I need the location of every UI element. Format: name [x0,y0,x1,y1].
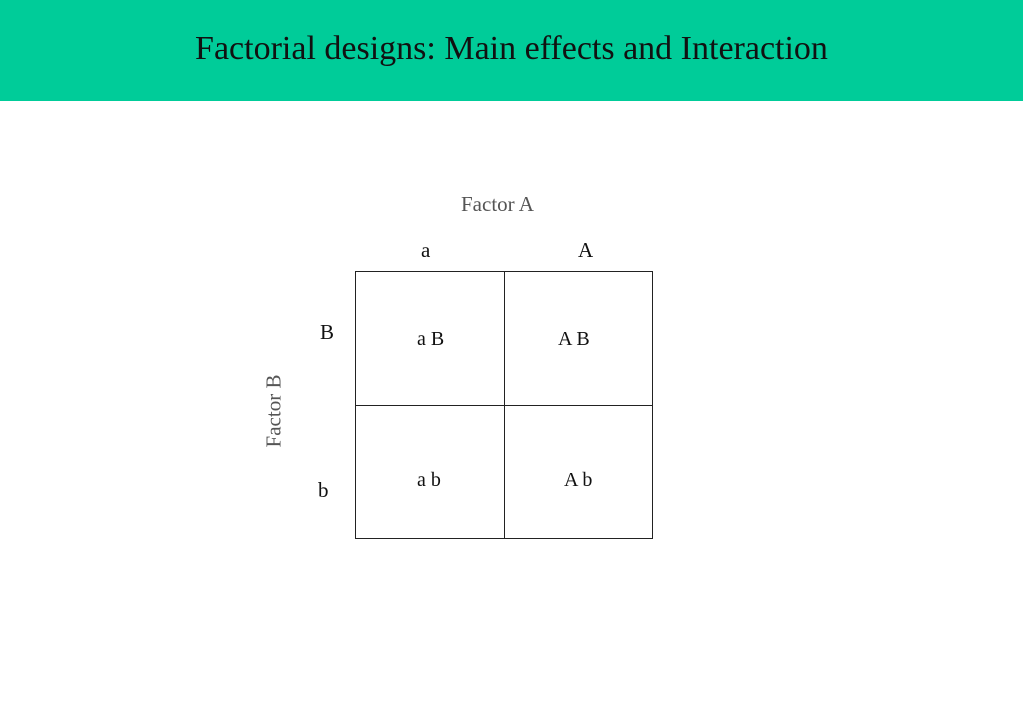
grid-divider-horizontal [356,405,652,406]
factor-a-level-low: a [421,238,431,262]
slide-title: Factorial designs: Main effects and Inte… [195,29,828,67]
factor-a-level-high: A [578,238,594,262]
cell-A-B: A B [558,328,590,350]
factorial-grid [355,271,653,539]
cell-A-b: A b [564,469,593,491]
title-bar: Factorial designs: Main effects and Inte… [0,0,1023,101]
factor-b-level-high: B [320,320,335,344]
factor-a-title: Factor A [461,192,534,216]
factor-b-title: Factor B [261,374,286,448]
cell-a-B: a B [417,328,445,350]
factor-b-level-low: b [318,478,329,502]
cell-a-b: a b [417,469,441,491]
